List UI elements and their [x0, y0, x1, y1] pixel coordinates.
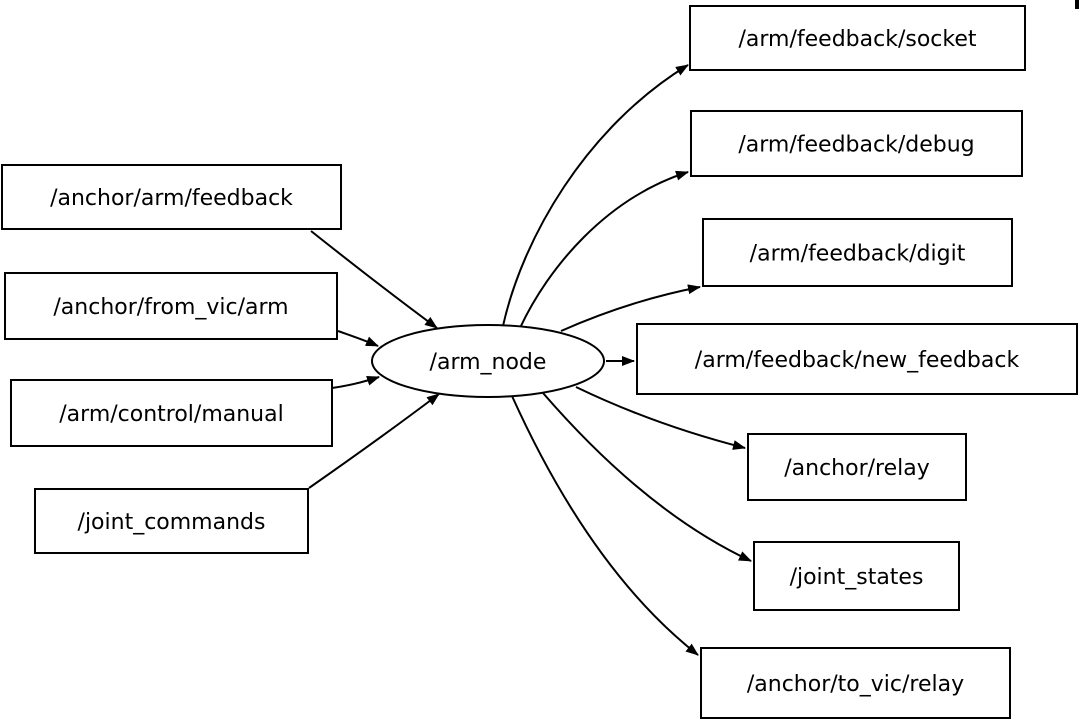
- node-box: [34, 488, 309, 554]
- node-label: /arm/feedback/digit: [750, 242, 966, 267]
- node-label: /anchor/relay: [784, 456, 930, 481]
- node-label: /arm/control/manual: [59, 402, 283, 427]
- node-box: [700, 647, 1011, 719]
- node-label: /arm/feedback/debug: [738, 133, 974, 158]
- edge-anchor_from_vic_arm-to-arm_node: [337, 330, 379, 347]
- graph-node-joint_states: /joint_states: [753, 541, 960, 611]
- edge-arm_node-to-anchor_to_vic_relay: [511, 395, 699, 656]
- graph-node-anchor_from_vic_arm: /anchor/from_vic/arm: [4, 272, 338, 340]
- graph-node-arm_feedback_debug: /arm/feedback/debug: [690, 110, 1023, 177]
- graph-node-arm_feedback_new_feedback: /arm/feedback/new_feedback: [636, 323, 1078, 395]
- node-box: [636, 323, 1078, 395]
- node-box: [10, 379, 333, 447]
- node-label: /joint_states: [790, 565, 924, 590]
- graph-node-anchor_arm_feedback: /anchor/arm/feedback: [1, 164, 342, 230]
- graph-node-joint_commands: /joint_commands: [34, 488, 309, 554]
- edge-arm_node-to-joint_states: [542, 392, 752, 562]
- node-label: /arm_node: [430, 350, 547, 375]
- graph-node-arm_node: /arm_node: [371, 324, 605, 398]
- node-box: [747, 433, 967, 501]
- node-label: /anchor/from_vic/arm: [53, 295, 288, 320]
- edge-arm_control_manual-to-arm_node: [331, 376, 380, 389]
- graph-node-arm_control_manual: /arm/control/manual: [10, 379, 333, 447]
- node-label: /anchor/arm/feedback: [50, 186, 293, 211]
- graph-node-anchor_relay: /anchor/relay: [747, 433, 967, 501]
- clipped-edge-artifact: [1075, 0, 1079, 9]
- node-box: [702, 218, 1013, 287]
- edge-joint_commands-to-arm_node: [308, 393, 440, 489]
- node-label: /joint_commands: [78, 510, 266, 535]
- node-label: /anchor/to_vic/relay: [747, 672, 964, 697]
- node-box: [690, 110, 1023, 177]
- node-box: [753, 541, 960, 611]
- edge-arm_node-to-arm_feedback_digit: [560, 284, 701, 332]
- node-label: /arm/feedback/new_feedback: [695, 348, 1020, 373]
- graph-node-arm_feedback_digit: /arm/feedback/digit: [702, 218, 1013, 287]
- node-box: [1, 164, 342, 230]
- graph-node-arm_feedback_socket: /arm/feedback/socket: [689, 5, 1026, 71]
- node-ellipse: [371, 324, 605, 398]
- node-box: [689, 5, 1026, 71]
- edge-arm_node-to-arm_feedback_debug: [519, 170, 689, 329]
- edge-arm_node-to-anchor_relay: [575, 386, 746, 450]
- node-label: /arm/feedback/socket: [738, 27, 976, 52]
- edge-anchor_arm_feedback-to-arm_node: [310, 230, 438, 329]
- node-box: [4, 272, 338, 340]
- graph-node-anchor_to_vic_relay: /anchor/to_vic/relay: [700, 647, 1011, 719]
- edge-arm_node-to-arm_feedback_socket: [502, 64, 689, 327]
